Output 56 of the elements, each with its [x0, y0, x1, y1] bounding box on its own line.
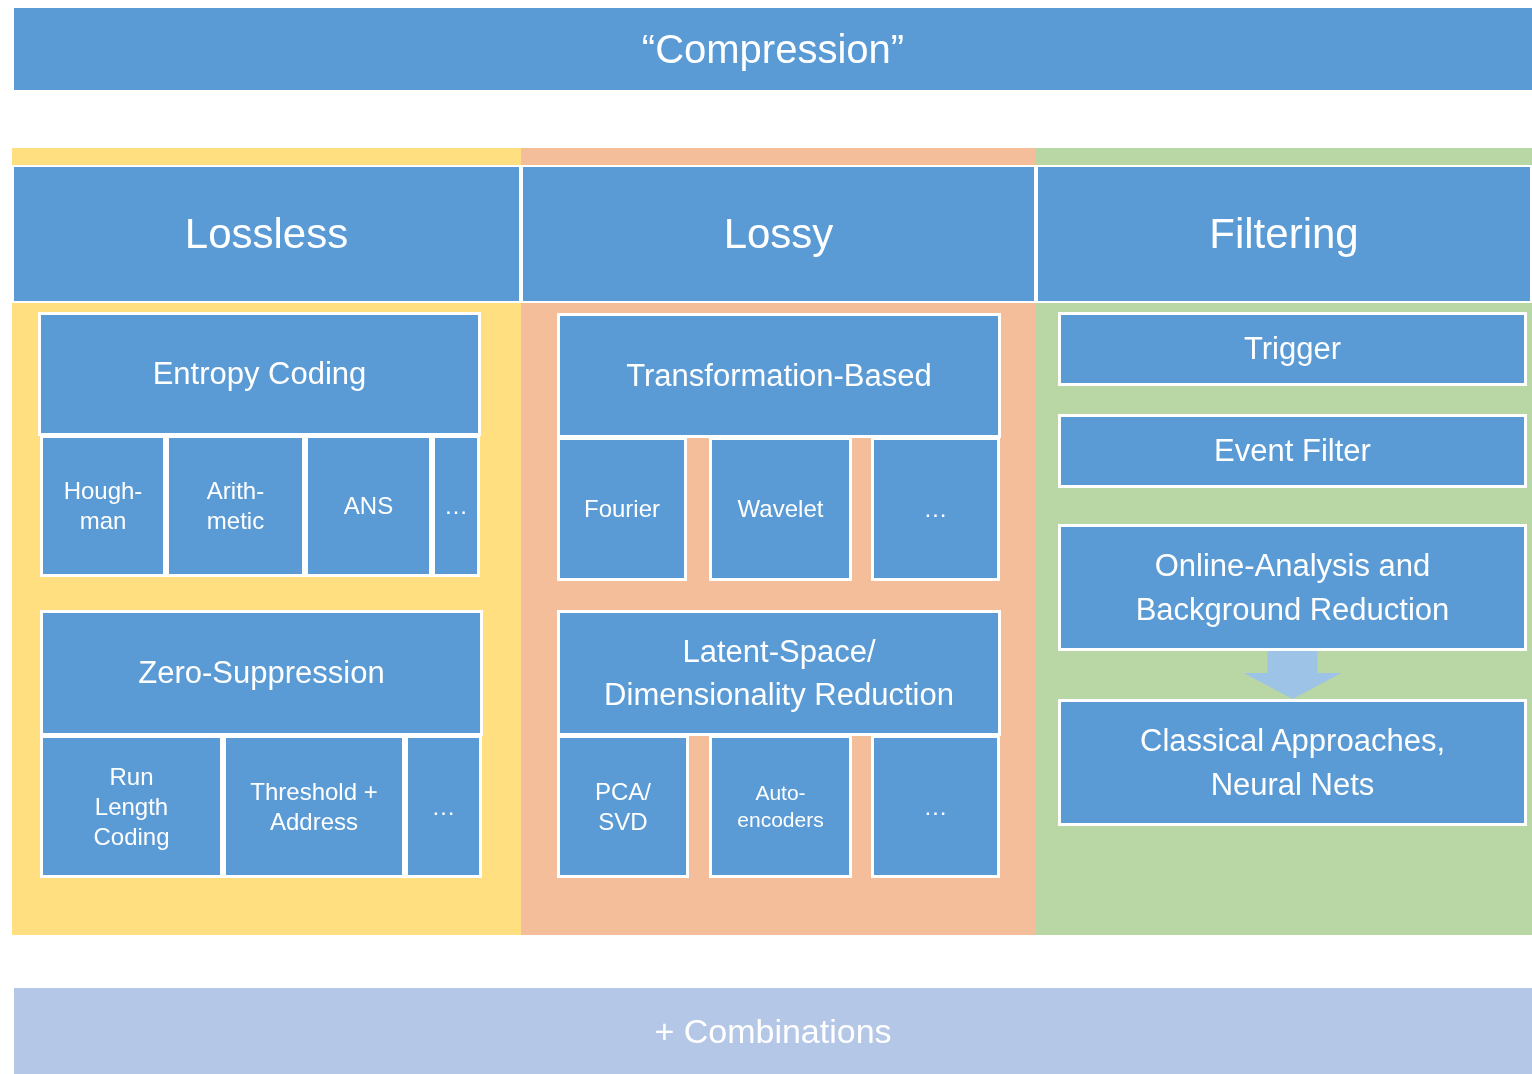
method-box: [709, 735, 852, 878]
category-header: [1036, 165, 1532, 303]
method-box: [871, 437, 1000, 581]
process-box: [1058, 312, 1527, 386]
method-box: [40, 435, 166, 577]
box-label: Latent-Space/ Dimensionality Reduction: [603, 632, 955, 714]
box-label: Auto-encoders: [736, 780, 825, 833]
box-label: PCA/ SVD: [594, 776, 652, 837]
method-box: [305, 435, 432, 577]
banner-title: + Combinations: [653, 1010, 893, 1052]
box-label: Hough-man: [62, 476, 144, 536]
process-box: [557, 610, 1001, 736]
process-box: [557, 313, 1001, 438]
box-label: …: [444, 491, 468, 521]
box-label: ANS: [342, 491, 395, 521]
box-label: …: [430, 791, 457, 822]
category-band: [12, 148, 521, 935]
banner-title: “Compression”: [640, 26, 906, 73]
method-box: [557, 735, 689, 878]
method-box: [709, 437, 852, 581]
box-label: Trigger: [1242, 330, 1342, 369]
box-label: …: [922, 791, 949, 822]
box-label: Wavelet: [736, 494, 825, 524]
process-box: [1058, 524, 1527, 651]
method-box: [871, 735, 1000, 878]
box-label: Online-Analysis and Background Reduction: [1134, 547, 1451, 629]
method-box: [40, 735, 223, 878]
box-label: …: [922, 494, 949, 524]
banner: [14, 988, 1532, 1074]
box-label: Classical Approaches, Neural Nets: [1139, 722, 1446, 804]
arrow: [1243, 651, 1342, 699]
process-box: [40, 610, 483, 736]
category-header: [12, 165, 521, 303]
category-header: [521, 165, 1036, 303]
box-label: Entropy Coding: [151, 355, 368, 394]
box-label: Arith-metic: [205, 476, 266, 536]
box-label: Zero-Suppression: [137, 654, 386, 693]
method-box: [405, 735, 482, 878]
box-label: Transformation-Based: [625, 356, 933, 395]
method-box: [557, 437, 687, 581]
category-title: Lossless: [183, 208, 350, 259]
process-box: [1058, 699, 1527, 826]
box-label: Threshold + Address: [249, 776, 379, 837]
method-box: [166, 435, 305, 577]
category-title: Lossy: [722, 208, 835, 259]
process-box: [38, 312, 481, 436]
box-label: Fourier: [583, 494, 661, 524]
category-band: [1036, 148, 1532, 935]
box-label: Run Length Coding: [92, 761, 171, 852]
box-label: Event Filter: [1213, 432, 1372, 471]
method-box: [432, 435, 480, 577]
category-title: Filtering: [1208, 208, 1360, 259]
category-band: [521, 148, 1036, 935]
method-box: [223, 735, 405, 878]
banner: [14, 8, 1532, 90]
process-box: [1058, 414, 1527, 488]
